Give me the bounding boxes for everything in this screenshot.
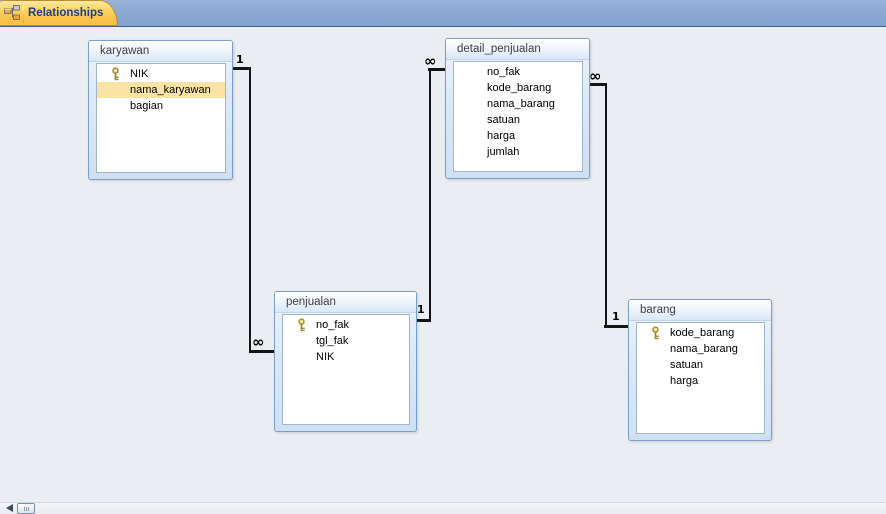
field-name: harga <box>670 375 699 387</box>
field-row-nik[interactable]: NIK <box>97 66 225 82</box>
table-karyawan-fields: NIK nama_karyawan bagian <box>96 63 226 173</box>
primary-key-icon <box>650 326 670 340</box>
field-row-jumlah[interactable]: jumlah <box>454 144 582 160</box>
field-row-harga[interactable]: harga <box>637 373 764 389</box>
field-row-kode-barang[interactable]: kode_barang <box>454 80 582 96</box>
field-name: no_fak <box>316 319 350 331</box>
table-title: penjualan <box>286 296 336 308</box>
cardinality-one-barang: 1 <box>612 310 620 323</box>
table-detail-penjualan-fields: no_fak kode_barang nama_barang satuan ha… <box>453 61 583 172</box>
tab-label: Relationships <box>28 6 104 19</box>
scroll-left-arrow-icon[interactable] <box>6 504 13 512</box>
table-detail-penjualan-header[interactable]: detail_penjualan <box>446 39 589 60</box>
field-row-satuan[interactable]: satuan <box>454 112 582 128</box>
relationships-canvas[interactable]: 1 ∞ ∞ 1 ∞ 1 karyawan NIK <box>0 27 886 504</box>
field-name: kode_barang <box>487 82 552 94</box>
table-penjualan-header[interactable]: penjualan <box>275 292 416 313</box>
object-tab-bar: Relationships <box>0 0 886 27</box>
horizontal-scrollbar[interactable] <box>0 502 886 514</box>
table-title: barang <box>640 304 676 316</box>
field-row-no-fak[interactable]: no_fak <box>283 317 409 333</box>
field-name: nama_barang <box>487 98 555 110</box>
relationship-line-penjualan-detail[interactable] <box>428 68 445 71</box>
field-name: satuan <box>670 359 704 371</box>
table-penjualan-fields: no_fak tgl_fak NIK <box>282 314 410 425</box>
primary-key-icon <box>110 67 130 81</box>
relationship-line-penjualan-detail[interactable] <box>417 319 431 322</box>
field-name: NIK <box>130 68 149 80</box>
field-row-nama-barang[interactable]: nama_barang <box>637 341 764 357</box>
field-row-nama-karyawan[interactable]: nama_karyawan <box>97 82 225 98</box>
table-karyawan: karyawan NIK nama_karyawan <box>88 40 233 180</box>
table-title: detail_penjualan <box>457 43 541 55</box>
field-name: bagian <box>130 100 164 112</box>
cardinality-many-penjualan: ∞ <box>252 333 264 351</box>
cardinality-one-karyawan: 1 <box>236 53 244 66</box>
field-name: NIK <box>316 351 335 363</box>
relationship-line-barang-detail[interactable] <box>604 325 629 328</box>
field-name: satuan <box>487 114 521 126</box>
field-name: nama_barang <box>670 343 738 355</box>
table-penjualan: penjualan no_fak tgl_fak <box>274 291 417 432</box>
field-name: jumlah <box>487 146 520 158</box>
field-row-satuan[interactable]: satuan <box>637 357 764 373</box>
relationship-line-karyawan-penjualan[interactable] <box>249 68 251 353</box>
tab-separator <box>23 3 24 23</box>
cardinality-many-detail-penjualan: ∞ <box>589 67 601 85</box>
primary-key-icon <box>296 318 316 332</box>
field-name: no_fak <box>487 66 521 78</box>
table-title: karyawan <box>100 45 150 57</box>
field-name: kode_barang <box>670 327 735 339</box>
table-barang: barang kode_barang nama_barang <box>628 299 772 441</box>
relationships-icon <box>4 5 20 21</box>
tab-relationships[interactable]: Relationships <box>0 0 118 26</box>
field-row-tgl-fak[interactable]: tgl_fak <box>283 333 409 349</box>
relationship-line-penjualan-detail[interactable] <box>429 69 431 321</box>
field-row-harga[interactable]: harga <box>454 128 582 144</box>
cardinality-one-penjualan: 1 <box>417 303 425 316</box>
field-name: tgl_fak <box>316 335 349 347</box>
scrollbar-thumb[interactable] <box>17 503 35 514</box>
relationship-line-karyawan-penjualan[interactable] <box>249 350 274 353</box>
field-row-kode-barang[interactable]: kode_barang <box>637 325 764 341</box>
field-row-nama-barang[interactable]: nama_barang <box>454 96 582 112</box>
field-name: nama_karyawan <box>130 84 211 96</box>
table-barang-fields: kode_barang nama_barang satuan harga <box>636 322 765 434</box>
table-barang-header[interactable]: barang <box>629 300 771 321</box>
table-karyawan-header[interactable]: karyawan <box>89 41 232 62</box>
relationship-line-barang-detail[interactable] <box>590 83 607 86</box>
cardinality-many-detail-penjualan: ∞ <box>424 52 436 70</box>
relationship-line-barang-detail[interactable] <box>605 84 607 327</box>
field-row-bagian[interactable]: bagian <box>97 98 225 114</box>
table-detail-penjualan: detail_penjualan no_fak kode_barang nama… <box>445 38 590 179</box>
field-name: harga <box>487 130 516 142</box>
field-row-no-fak[interactable]: no_fak <box>454 64 582 80</box>
field-row-nik[interactable]: NIK <box>283 349 409 365</box>
relationship-line-karyawan-penjualan[interactable] <box>233 67 251 70</box>
